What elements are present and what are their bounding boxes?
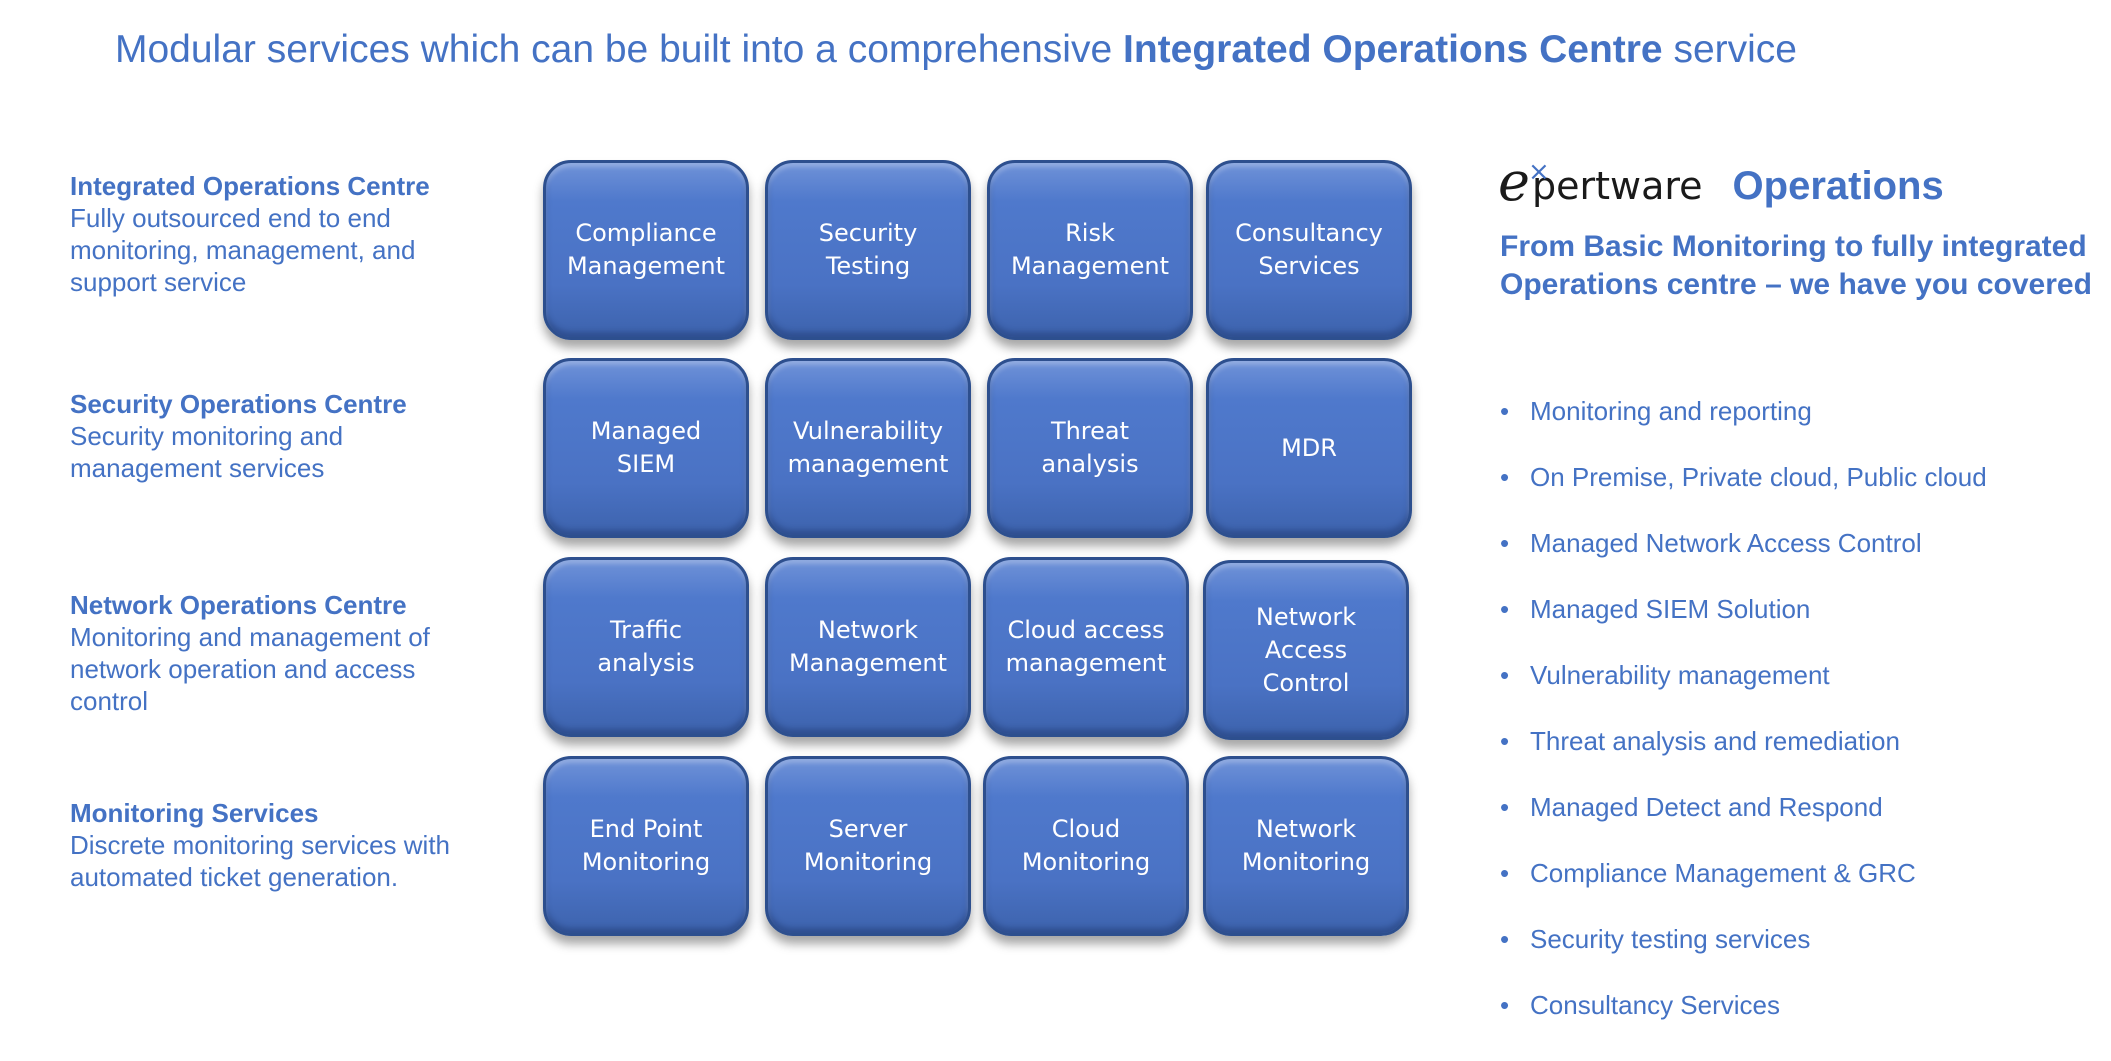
bullet-icon: • bbox=[1500, 594, 1510, 624]
list-item: • Compliance Management & GRC bbox=[1500, 857, 1987, 923]
title-prefix: Modular services which can be built into… bbox=[115, 28, 1124, 71]
tier-description: Monitoring and management of network ope… bbox=[70, 622, 430, 716]
tile-end-point-monitoring: End Point Monitoring bbox=[543, 756, 749, 936]
list-item-text: Threat analysis and remediation bbox=[1530, 726, 1900, 756]
bullet-icon: • bbox=[1500, 990, 1510, 1020]
list-item-text: Managed Detect and Respond bbox=[1530, 792, 1883, 822]
tile-label: Traffic analysis bbox=[597, 616, 695, 677]
tier-security-operations-centre: Security Operations Centre Security moni… bbox=[70, 388, 490, 484]
tile-label: MDR bbox=[1281, 433, 1337, 462]
tile-label: Threat analysis bbox=[1041, 417, 1139, 478]
tile-label: Security Testing bbox=[818, 219, 918, 280]
tier-heading: Network Operations Centre bbox=[70, 590, 407, 620]
tile-network-monitoring: Network Monitoring bbox=[1203, 756, 1409, 936]
logo-letter: e bbox=[1498, 150, 1530, 213]
tier-description: Discrete monitoring services with automa… bbox=[70, 830, 451, 892]
tier-heading: Monitoring Services bbox=[70, 798, 319, 828]
page-title: Modular services which can be built into… bbox=[115, 28, 1797, 72]
list-item-text: Vulnerability management bbox=[1530, 660, 1830, 690]
tile-label: End Point Monitoring bbox=[581, 815, 711, 876]
bullet-icon: • bbox=[1500, 726, 1510, 756]
list-item: • On Premise, Private cloud, Public cloud bbox=[1500, 461, 1987, 527]
feature-list: • Monitoring and reporting • On Premise, P… bbox=[1500, 395, 1987, 1055]
tile-label: Compliance Management bbox=[566, 219, 726, 280]
tile-label: Cloud access management bbox=[1005, 616, 1167, 677]
bullet-icon: • bbox=[1500, 462, 1510, 492]
tile-label: Server Monitoring bbox=[803, 815, 933, 876]
tile-threat-analysis: Threat analysis bbox=[987, 358, 1193, 538]
tile-label: Network Management bbox=[788, 616, 948, 677]
list-item-text: Managed SIEM Solution bbox=[1530, 594, 1811, 624]
tile-label: Consultancy Services bbox=[1235, 219, 1383, 280]
tile-label: Vulnerability management bbox=[787, 417, 949, 478]
tile-risk-management: Risk Management bbox=[987, 160, 1193, 340]
tier-heading: Integrated Operations Centre bbox=[70, 171, 430, 201]
tile-label: Network Monitoring bbox=[1241, 815, 1371, 876]
tile-security-testing: Security Testing bbox=[765, 160, 971, 340]
tile-network-management: Network Management bbox=[765, 557, 971, 737]
list-item: • Vulnerability management bbox=[1500, 659, 1987, 725]
list-item-text: Security testing services bbox=[1530, 924, 1811, 954]
tile-label: Risk Management bbox=[1010, 219, 1170, 280]
tile-mdr: MDR bbox=[1206, 358, 1412, 538]
tagline: From Basic Monitoring to fully integrate… bbox=[1500, 230, 2092, 301]
list-item: • Threat analysis and remediation bbox=[1500, 725, 1987, 791]
tile-label: Cloud Monitoring bbox=[1021, 815, 1151, 876]
list-item: • Security testing services bbox=[1500, 923, 1987, 989]
bullet-icon: • bbox=[1500, 528, 1510, 558]
list-item: • Managed Detect and Respond bbox=[1500, 791, 1987, 857]
bullet-icon: • bbox=[1500, 924, 1510, 954]
bullet-icon: • bbox=[1500, 858, 1510, 888]
tile-label: Network Access Control bbox=[1255, 602, 1357, 697]
tile-traffic-analysis: Traffic analysis bbox=[543, 557, 749, 737]
tier-description: Fully outsourced end to end monitoring, … bbox=[70, 203, 416, 297]
tier-monitoring-services: Monitoring Services Discrete monitoring … bbox=[70, 797, 490, 893]
tier-description: Security monitoring and management servi… bbox=[70, 421, 344, 483]
logo-x-mark-icon: × bbox=[1528, 157, 1550, 187]
tier-integrated-operations-centre: Integrated Operations Centre Fully outso… bbox=[70, 170, 490, 298]
list-item-text: Managed Network Access Control bbox=[1530, 528, 1922, 558]
list-item: • Managed Network Access Control bbox=[1500, 527, 1987, 593]
expertware-operations-logo: e× pertware Operations bbox=[1498, 143, 1944, 209]
bullet-icon: • bbox=[1500, 792, 1510, 822]
tile-cloud-monitoring: Cloud Monitoring bbox=[983, 756, 1189, 936]
tile-label: Managed SIEM bbox=[590, 417, 702, 478]
list-item-text: Consultancy Services bbox=[1530, 990, 1780, 1020]
logo-e: e× bbox=[1498, 155, 1550, 209]
title-bold: Integrated Operations Centre bbox=[1123, 28, 1663, 71]
tile-vulnerability-management: Vulnerability management bbox=[765, 358, 971, 538]
tile-managed-siem: Managed SIEM bbox=[543, 358, 749, 538]
tier-heading: Security Operations Centre bbox=[70, 389, 407, 419]
bullet-icon: • bbox=[1500, 660, 1510, 690]
logo-wordmark: pertware bbox=[1531, 164, 1703, 208]
list-item: • Managed SIEM Solution bbox=[1500, 593, 1987, 659]
tile-compliance-management: Compliance Management bbox=[543, 160, 749, 340]
tile-cloud-access-management: Cloud access management bbox=[983, 557, 1189, 737]
service-grid: Compliance Management Security Testing R… bbox=[543, 160, 1418, 942]
bullet-icon: • bbox=[1500, 396, 1510, 426]
operations-heading: Operations bbox=[1732, 164, 1944, 208]
list-item-text: Compliance Management & GRC bbox=[1530, 858, 1916, 888]
title-suffix: service bbox=[1662, 28, 1797, 71]
tile-server-monitoring: Server Monitoring bbox=[765, 756, 971, 936]
list-item: • Monitoring and reporting bbox=[1500, 395, 1987, 461]
tile-network-access-control: Network Access Control bbox=[1203, 560, 1409, 740]
tile-consultancy-services: Consultancy Services bbox=[1206, 160, 1412, 340]
list-item: • Consultancy Services bbox=[1500, 989, 1987, 1055]
tier-network-operations-centre: Network Operations Centre Monitoring and… bbox=[70, 589, 490, 717]
list-item-text: Monitoring and reporting bbox=[1530, 396, 1812, 426]
list-item-text: On Premise, Private cloud, Public cloud bbox=[1530, 462, 1987, 492]
